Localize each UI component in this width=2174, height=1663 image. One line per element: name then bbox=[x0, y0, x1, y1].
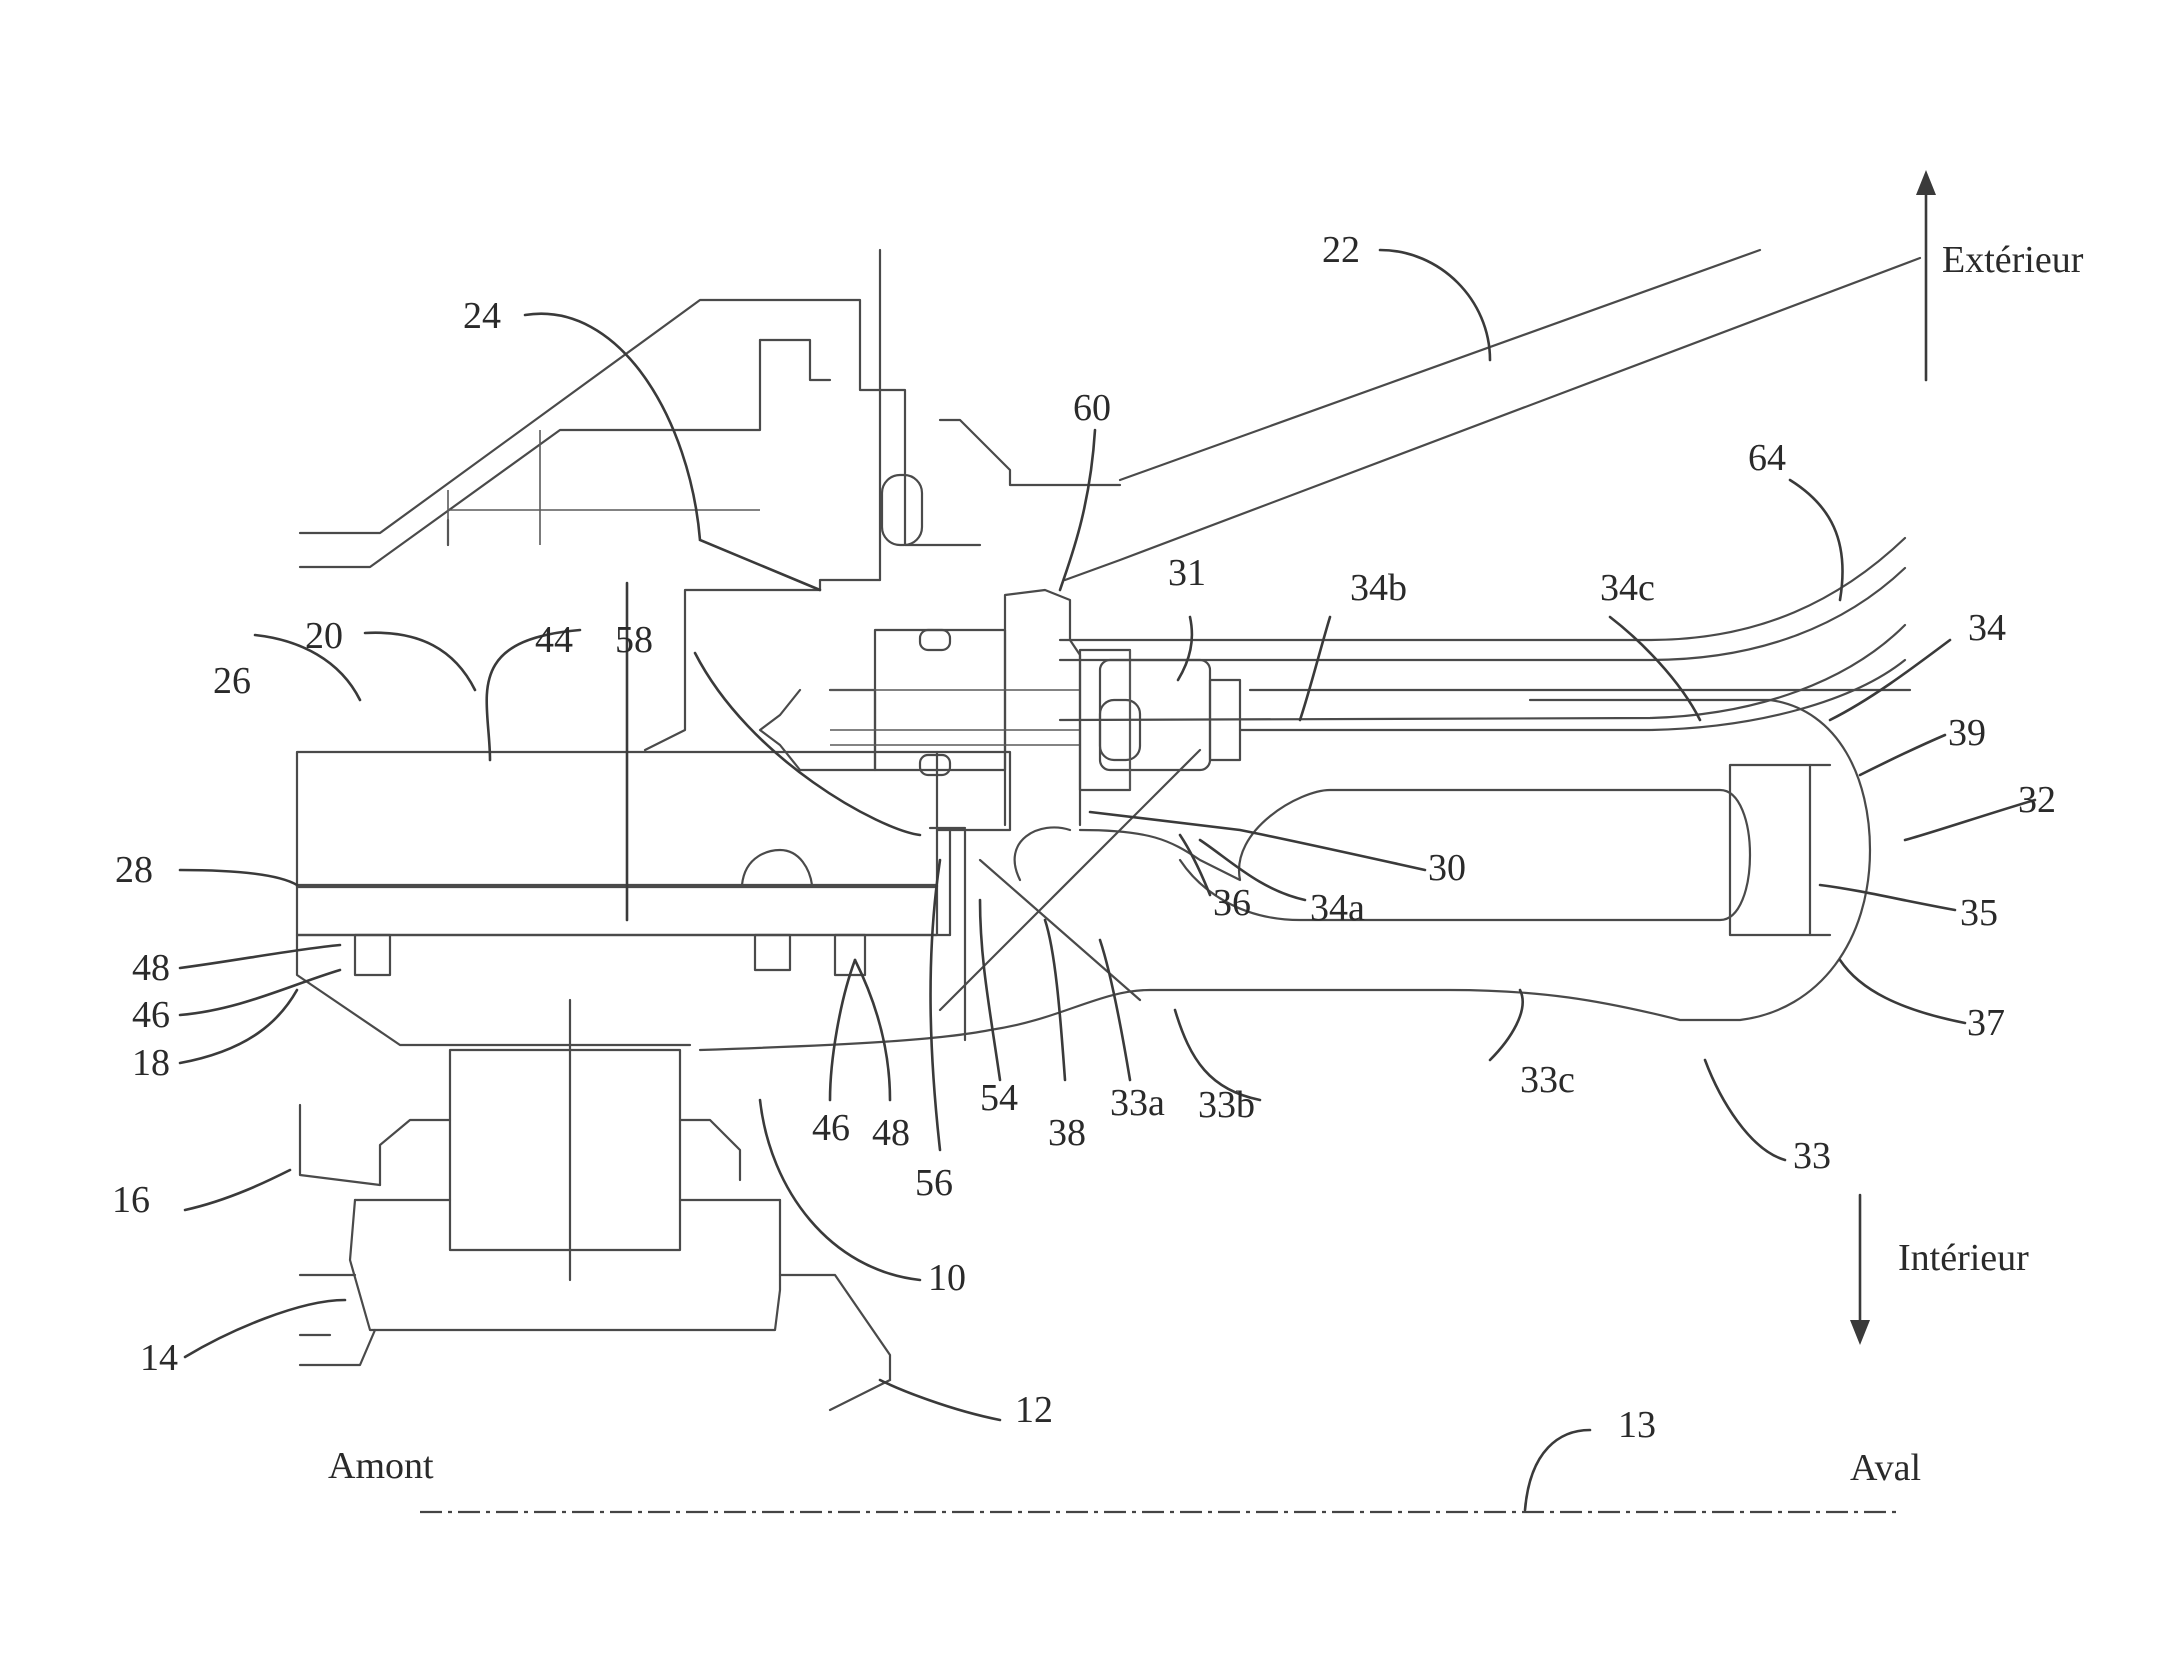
ref-58: 58 bbox=[615, 619, 653, 661]
ref-14: 14 bbox=[140, 1337, 178, 1379]
ref-35: 35 bbox=[1960, 892, 1998, 934]
ref-32: 32 bbox=[2018, 779, 2056, 821]
ref-13: 13 bbox=[1618, 1404, 1656, 1446]
ref-38: 38 bbox=[1048, 1112, 1086, 1154]
ref-48-left: 48 bbox=[132, 947, 170, 989]
ref-33: 33 bbox=[1793, 1135, 1831, 1177]
ref-46-left: 46 bbox=[132, 994, 170, 1036]
ref-34c: 34c bbox=[1600, 567, 1655, 609]
ref-33c: 33c bbox=[1520, 1059, 1575, 1101]
interieur-label: Intérieur bbox=[1898, 1237, 2029, 1279]
cowl-20 bbox=[297, 752, 1010, 935]
ref-12: 12 bbox=[1015, 1389, 1053, 1431]
outer-wall-22 bbox=[1065, 250, 1920, 580]
ref-26: 26 bbox=[213, 660, 251, 702]
ref-22: 22 bbox=[1322, 229, 1360, 271]
ref-44: 44 bbox=[535, 619, 573, 661]
ref-54: 54 bbox=[980, 1077, 1018, 1119]
ref-10: 10 bbox=[928, 1257, 966, 1299]
ref-36: 36 bbox=[1213, 882, 1251, 924]
flange-60 bbox=[760, 590, 1080, 825]
ref-34a: 34a bbox=[1310, 887, 1365, 929]
amont-label: Amont bbox=[328, 1445, 434, 1487]
ref-33b: 33b bbox=[1198, 1084, 1255, 1126]
ref-37: 37 bbox=[1967, 1002, 2005, 1044]
ref-39: 39 bbox=[1948, 712, 1986, 754]
ref-34: 34 bbox=[1968, 607, 2006, 649]
ref-64: 64 bbox=[1748, 437, 1786, 479]
ref-30: 30 bbox=[1428, 847, 1466, 889]
ref-24: 24 bbox=[463, 295, 501, 337]
ref-33a: 33a bbox=[1110, 1082, 1165, 1124]
ref-16: 16 bbox=[112, 1179, 150, 1221]
ref-28: 28 bbox=[115, 849, 153, 891]
exterieur-label: Extérieur bbox=[1942, 239, 2084, 281]
aval-label: Aval bbox=[1850, 1447, 1921, 1489]
ref-46-right: 46 bbox=[812, 1107, 850, 1149]
outer-casing-24 bbox=[300, 250, 1120, 750]
ring-18 bbox=[297, 828, 965, 1280]
ref-31: 31 bbox=[1168, 552, 1206, 594]
ref-34b: 34b bbox=[1350, 567, 1407, 609]
ref-60: 60 bbox=[1073, 387, 1111, 429]
ref-18: 18 bbox=[132, 1042, 170, 1084]
cross-lines bbox=[940, 750, 1200, 1010]
turbine-disk-16 bbox=[300, 1050, 890, 1410]
ref-48-right: 48 bbox=[872, 1112, 910, 1154]
cavity-30 bbox=[1080, 790, 1750, 920]
exterieur-arrow bbox=[1916, 170, 1936, 380]
ref-20: 20 bbox=[305, 615, 343, 657]
ref-56: 56 bbox=[915, 1162, 953, 1204]
interieur-arrow bbox=[1850, 1195, 1870, 1345]
